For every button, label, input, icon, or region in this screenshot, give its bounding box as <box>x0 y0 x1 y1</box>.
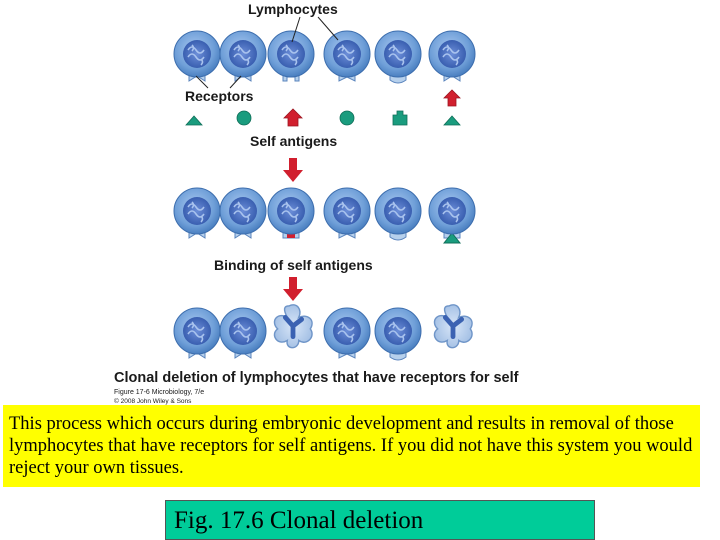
lymphocyte-cell <box>219 30 267 82</box>
self-antigens-label: Self antigens <box>250 133 337 149</box>
lymphocyte-cell <box>267 30 315 82</box>
clonal-deletion-diagram: Lymphocytes Receptors Self antigens <box>114 1 519 405</box>
lymphocyte-cell <box>173 30 221 82</box>
bound-lymphocyte-cell <box>428 187 476 244</box>
lymphocyte-cell <box>219 187 267 239</box>
figure-credit-line-2: © 2008 John Wiley & Sons <box>114 397 192 405</box>
down-arrow <box>283 277 303 301</box>
description-text: This process which occurs during embryon… <box>9 414 693 478</box>
receptors-label: Receptors <box>185 88 254 104</box>
figure-caption-box: Fig. 17.6 Clonal deletion <box>165 500 595 540</box>
leader-line <box>291 16 301 43</box>
deleted-cell-remnant <box>274 305 312 348</box>
self-antigens-row <box>185 89 461 127</box>
arrow-antigen <box>283 108 303 127</box>
square-antigen <box>392 110 408 126</box>
clonal-deletion-label: Clonal deletion of lymphocytes that have… <box>114 370 519 386</box>
bound-lymphocyte-cell <box>267 187 315 239</box>
deleted-cell-remnant <box>434 305 472 348</box>
lymphocyte-cell <box>428 30 476 82</box>
circle-antigen <box>236 110 252 126</box>
figure-caption: Fig. 17.6 Clonal deletion <box>174 507 424 534</box>
lymphocytes-label: Lymphocytes <box>248 1 338 17</box>
lymphocyte-cell <box>374 187 422 241</box>
lymphocyte-cell <box>173 307 221 359</box>
lymphocyte-cell <box>323 30 371 82</box>
leader-line <box>317 16 339 41</box>
leader-line <box>229 75 242 89</box>
leader-line <box>195 75 209 89</box>
lymphocyte-cell <box>173 187 221 239</box>
lymphocyte-cell <box>219 307 267 359</box>
row-2-binding <box>173 187 476 244</box>
row-1-lymphocytes <box>173 30 476 84</box>
triangle-antigen <box>443 115 461 126</box>
triangle-antigen <box>185 115 203 126</box>
arrow-antigen <box>443 89 461 107</box>
description-box: This process which occurs during embryon… <box>3 405 700 487</box>
lymphocyte-cell <box>323 187 371 239</box>
figure-credit-line-1: Figure 17-6 Microbiology, 7/e <box>114 389 204 396</box>
lymphocyte-cell <box>374 30 422 84</box>
lymphocyte-cell <box>374 307 422 361</box>
down-arrow <box>283 158 303 182</box>
binding-label: Binding of self antigens <box>214 257 373 273</box>
row-3-clonal-deletion <box>173 305 472 361</box>
circle-antigen <box>339 110 355 126</box>
lymphocyte-cell <box>323 307 371 359</box>
